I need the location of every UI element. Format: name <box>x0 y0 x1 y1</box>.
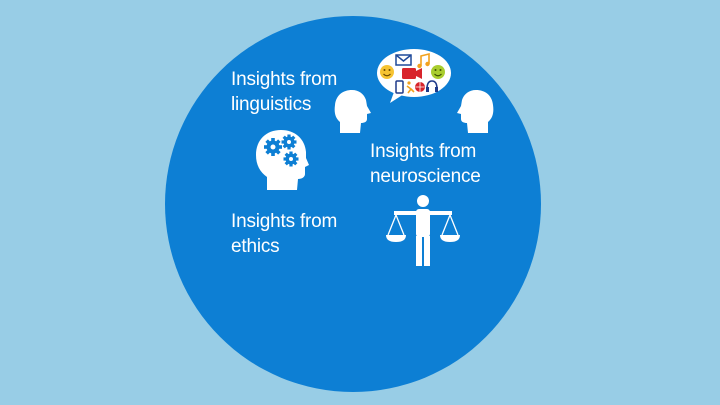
label-linguistics-line2: linguistics <box>231 94 312 115</box>
smiley-face-icon <box>431 65 445 79</box>
right-head-silhouette-icon <box>457 90 494 133</box>
headphones-icon <box>426 80 438 92</box>
person-holding-scales-icon <box>386 195 460 266</box>
left-head-silhouette-icon <box>334 90 371 133</box>
label-neuroscience-line2: neuroscience <box>370 166 481 187</box>
music-note-icon <box>417 52 430 69</box>
speech-bubble-emoji-icon <box>377 49 451 103</box>
envelope-icon <box>395 54 412 66</box>
label-neuroscience: Insights from neuroscience <box>370 139 481 189</box>
label-neuroscience-line1: Insights from <box>370 141 477 162</box>
gears <box>264 134 299 167</box>
label-ethics: Insights from ethics <box>231 209 337 259</box>
label-linguistics-line1: Insights from <box>231 69 338 90</box>
label-linguistics: Insights from linguistics <box>231 67 337 117</box>
head-with-gears-icon <box>256 130 309 190</box>
dancing-figure-icon <box>406 81 415 94</box>
topic-circle <box>165 16 541 392</box>
video-camera-icon <box>402 68 422 79</box>
label-ethics-line2: ethics <box>231 236 280 257</box>
ball-icon <box>415 82 425 92</box>
label-ethics-line1: Insights from <box>231 211 338 232</box>
mobile-phone-icon <box>395 80 404 94</box>
smiley-face-icon <box>380 65 394 79</box>
